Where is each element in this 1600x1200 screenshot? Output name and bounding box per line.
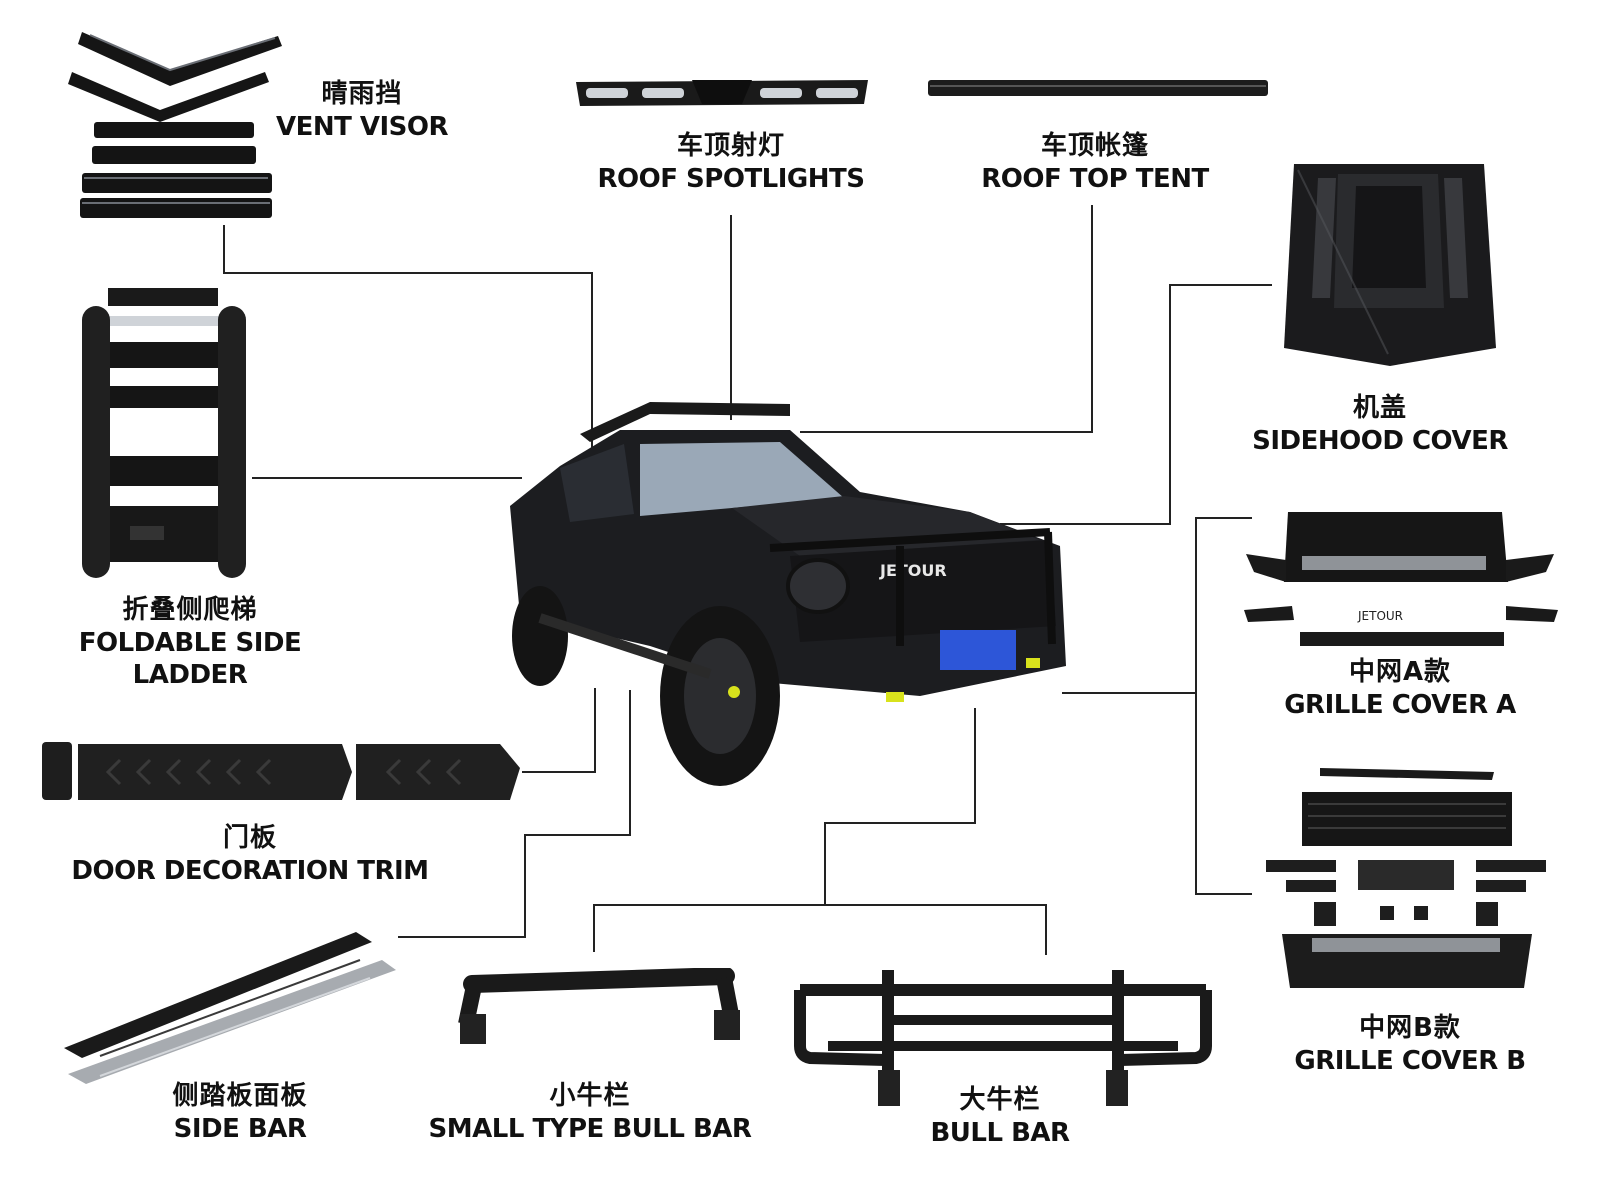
leader-side-bar bbox=[398, 690, 631, 938]
label-roof-top-tent-cn: 车顶帐篷 bbox=[1040, 131, 1149, 161]
label-bull-bar-en: BULL BAR bbox=[930, 1117, 1070, 1148]
label-door-decoration-trim: 门板 DOOR DECORATION TRIM bbox=[60, 822, 440, 887]
label-roof-spotlights: 车顶射灯 ROOF SPOTLIGHTS bbox=[586, 130, 876, 195]
vent-visor-icon bbox=[68, 32, 282, 218]
label-side-bar-cn: 侧踏板面板 bbox=[172, 1081, 308, 1111]
leader-hood bbox=[1000, 284, 1272, 525]
leader-vent-visor bbox=[223, 225, 593, 450]
label-small-type-bull-bar: 小牛栏 SMALL TYPE BULL BAR bbox=[420, 1080, 760, 1145]
label-grille-cover-b: 中网B款 GRILLE COVER B bbox=[1270, 1012, 1550, 1077]
label-bull-bar-cn: 大牛栏 bbox=[959, 1085, 1041, 1115]
label-small-type-bull-bar-cn: 小牛栏 bbox=[549, 1081, 631, 1111]
label-small-type-bull-bar-en: SMALL TYPE BULL BAR bbox=[428, 1113, 752, 1144]
leader-door-trim bbox=[522, 688, 596, 773]
label-grille-cover-b-en: GRILLE COVER B bbox=[1294, 1045, 1526, 1076]
label-roof-top-tent-en: ROOF TOP TENT bbox=[981, 163, 1209, 194]
ladder-icon bbox=[82, 288, 246, 578]
label-foldable-side-ladder: 折叠侧爬梯 FOLDABLE SIDE LADDER bbox=[20, 594, 360, 692]
roof-top-tent-icon bbox=[928, 80, 1268, 96]
label-door-decoration-trim-en: DOOR DECORATION TRIM bbox=[71, 855, 429, 886]
roof-spotlights-icon bbox=[576, 80, 868, 106]
grille-a-icon: JETOUR bbox=[1244, 512, 1558, 646]
grille-b-icon bbox=[1266, 768, 1546, 988]
label-vent-visor-en: VENT VISOR bbox=[275, 111, 449, 142]
label-grille-cover-b-cn: 中网B款 bbox=[1359, 1013, 1461, 1043]
label-sidehood-cover: 机盖 SIDEHOOD COVER bbox=[1250, 392, 1510, 457]
label-grille-cover-a: 中网A款 GRILLE COVER A bbox=[1260, 656, 1540, 721]
label-grille-cover-a-en: GRILLE COVER A bbox=[1284, 689, 1516, 720]
small-bull-bar-icon bbox=[458, 968, 740, 1044]
label-sidehood-cover-cn: 机盖 bbox=[1352, 393, 1407, 423]
label-bull-bar: 大牛栏 BULL BAR bbox=[900, 1084, 1100, 1149]
vehicle-grille-text: JETOUR bbox=[879, 561, 947, 580]
label-door-decoration-trim-cn: 门板 bbox=[222, 823, 277, 853]
label-roof-top-tent: 车顶帐篷 ROOF TOP TENT bbox=[960, 130, 1230, 195]
label-vent-visor: 晴雨挡 VENT VISOR bbox=[262, 78, 462, 143]
door-trim-icon bbox=[42, 742, 520, 800]
label-vent-visor-cn: 晴雨挡 bbox=[321, 79, 403, 109]
leader-roof-tent bbox=[800, 205, 1093, 433]
label-side-bar-en: SIDE BAR bbox=[173, 1113, 307, 1144]
label-grille-cover-a-cn: 中网A款 bbox=[1348, 657, 1452, 687]
label-foldable-side-ladder-cn: 折叠侧爬梯 bbox=[122, 595, 258, 625]
label-foldable-side-ladder-en: FOLDABLE SIDE LADDER bbox=[78, 627, 302, 691]
leader-bull-bars-car bbox=[824, 708, 976, 905]
bull-bar-icon bbox=[794, 970, 1212, 1106]
leader-bull-bars bbox=[593, 904, 1047, 955]
suv-icon: JETOUR bbox=[510, 402, 1066, 786]
hood-cover-icon bbox=[1284, 164, 1496, 366]
grille-a-text: JETOUR bbox=[1357, 609, 1403, 623]
label-side-bar: 侧踏板面板 SIDE BAR bbox=[120, 1080, 360, 1145]
leader-grille-a bbox=[1195, 517, 1252, 895]
side-step-icon bbox=[64, 932, 396, 1084]
label-roof-spotlights-en: ROOF SPOTLIGHTS bbox=[597, 163, 865, 194]
label-sidehood-cover-en: SIDEHOOD COVER bbox=[1252, 425, 1508, 456]
label-roof-spotlights-cn: 车顶射灯 bbox=[676, 131, 785, 161]
